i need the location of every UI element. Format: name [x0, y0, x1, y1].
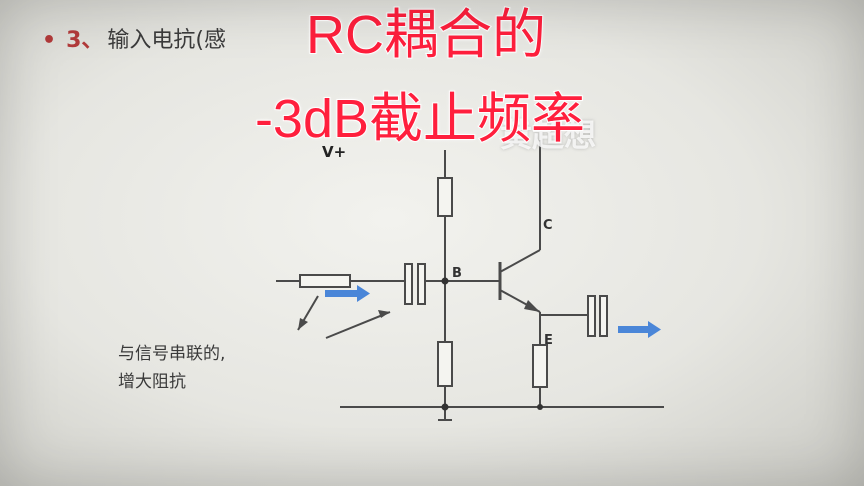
- series-annotation: 与信号串联的, 增大阻抗: [118, 340, 225, 396]
- collector-label: C: [543, 218, 553, 233]
- input-signal-arrow-body: [325, 290, 357, 297]
- output-cap-plate-left: [587, 295, 596, 337]
- overlay-title-line-2: -3dB截止频率: [254, 89, 586, 149]
- input-cap-plate-right: [417, 263, 426, 305]
- base-junction-dot: [441, 277, 449, 285]
- output-signal-arrow-head: [648, 321, 661, 338]
- slide-bullet-heading: • 3、输入电抗(感: [42, 22, 226, 54]
- pointer-head-1: [298, 318, 308, 330]
- transistor-collector-leg: [499, 249, 541, 273]
- annotation-line-1: 与信号串联的,: [118, 344, 226, 364]
- base-label: B: [452, 266, 462, 281]
- pointer-head-2: [378, 310, 390, 318]
- emitter-ground-dot: [537, 404, 543, 410]
- supply-label: V+: [322, 143, 347, 161]
- upper-bias-resistor: [437, 177, 453, 217]
- output-signal-arrow-body: [618, 326, 648, 333]
- input-cap-plate-left: [404, 263, 413, 305]
- author-watermark: 黄超想: [500, 116, 597, 154]
- series-input-resistor: [299, 274, 351, 288]
- bullet-text: 输入电抗(感: [107, 28, 226, 53]
- overlay-title-line-1: RC耦合的: [305, 5, 547, 65]
- input-signal-arrow-head: [357, 285, 370, 302]
- output-cap-plate-right: [599, 295, 608, 337]
- bullet-dot: •: [42, 28, 57, 53]
- annotation-line-2: 增大阻抗: [118, 372, 186, 392]
- emitter-label: E: [544, 333, 553, 348]
- lower-bias-resistor: [437, 341, 453, 387]
- bullet-number: 3、: [66, 28, 104, 53]
- emitter-arrow: [524, 300, 540, 312]
- ground-junction-dot: [441, 403, 449, 411]
- emitter-resistor: [532, 344, 548, 388]
- pointer-line-2: [325, 311, 391, 339]
